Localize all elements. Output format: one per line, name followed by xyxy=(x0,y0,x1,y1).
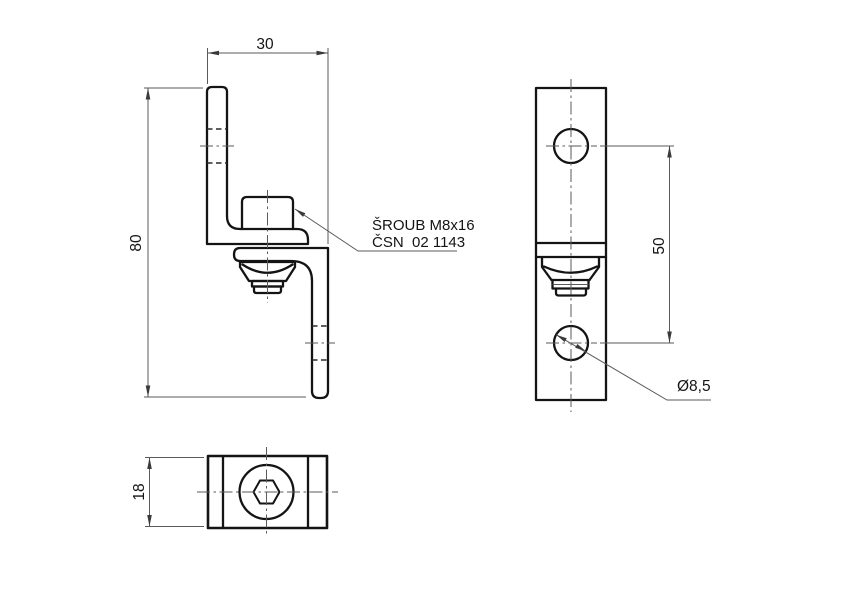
dim-18-label: 18 xyxy=(131,483,148,500)
leader-arrowhead xyxy=(556,334,567,342)
arrowhead-up xyxy=(145,88,151,100)
leader-arrowhead xyxy=(295,209,306,217)
nut-front-right xyxy=(588,256,601,282)
arrowhead-left xyxy=(207,50,219,56)
bolt-tip-front xyxy=(554,287,588,297)
dimension-50: 50 xyxy=(600,145,674,344)
nut-front-left xyxy=(540,256,553,282)
arrowhead-down xyxy=(667,331,672,343)
hex-socket xyxy=(252,479,281,505)
arrowhead-down xyxy=(147,515,152,527)
bolt-tip-side-upper xyxy=(250,279,285,288)
bolt-tip-side-lower xyxy=(252,285,283,295)
hole-diameter-callout: Ø8,5 xyxy=(555,334,711,401)
leader-line xyxy=(294,208,457,252)
arrowhead-down xyxy=(145,385,151,397)
side-view xyxy=(200,85,335,400)
leader-line xyxy=(555,334,711,401)
dimension-30: 30 xyxy=(207,36,329,244)
dimension-18: 18 xyxy=(131,457,204,527)
leader-arrowhead xyxy=(575,344,586,352)
dimension-80: 80 xyxy=(128,87,306,398)
screw-note: ŠROUB M8x16 ČSN 02 1143 xyxy=(294,208,475,252)
dim-80-label: 80 xyxy=(128,234,145,252)
front-view xyxy=(534,79,608,412)
arrowhead-right xyxy=(316,50,328,56)
dim-50-label: 50 xyxy=(651,237,668,255)
nut-side-outline xyxy=(238,260,297,283)
top-view xyxy=(197,447,338,537)
note-line1: ŠROUB M8x16 xyxy=(372,217,475,234)
arrowhead-up xyxy=(667,146,672,158)
nut-side-chamfer-arc xyxy=(241,263,294,274)
note-line2: ČSN 02 1143 xyxy=(372,234,465,251)
nut-front-chamfer-arc xyxy=(542,265,599,274)
lower-bracket-outline xyxy=(232,246,330,400)
upper-bracket-outline xyxy=(205,85,310,246)
arrowhead-up xyxy=(147,457,152,469)
hole-diameter-label: Ø8,5 xyxy=(677,378,711,395)
dim-30-label: 30 xyxy=(256,36,274,53)
